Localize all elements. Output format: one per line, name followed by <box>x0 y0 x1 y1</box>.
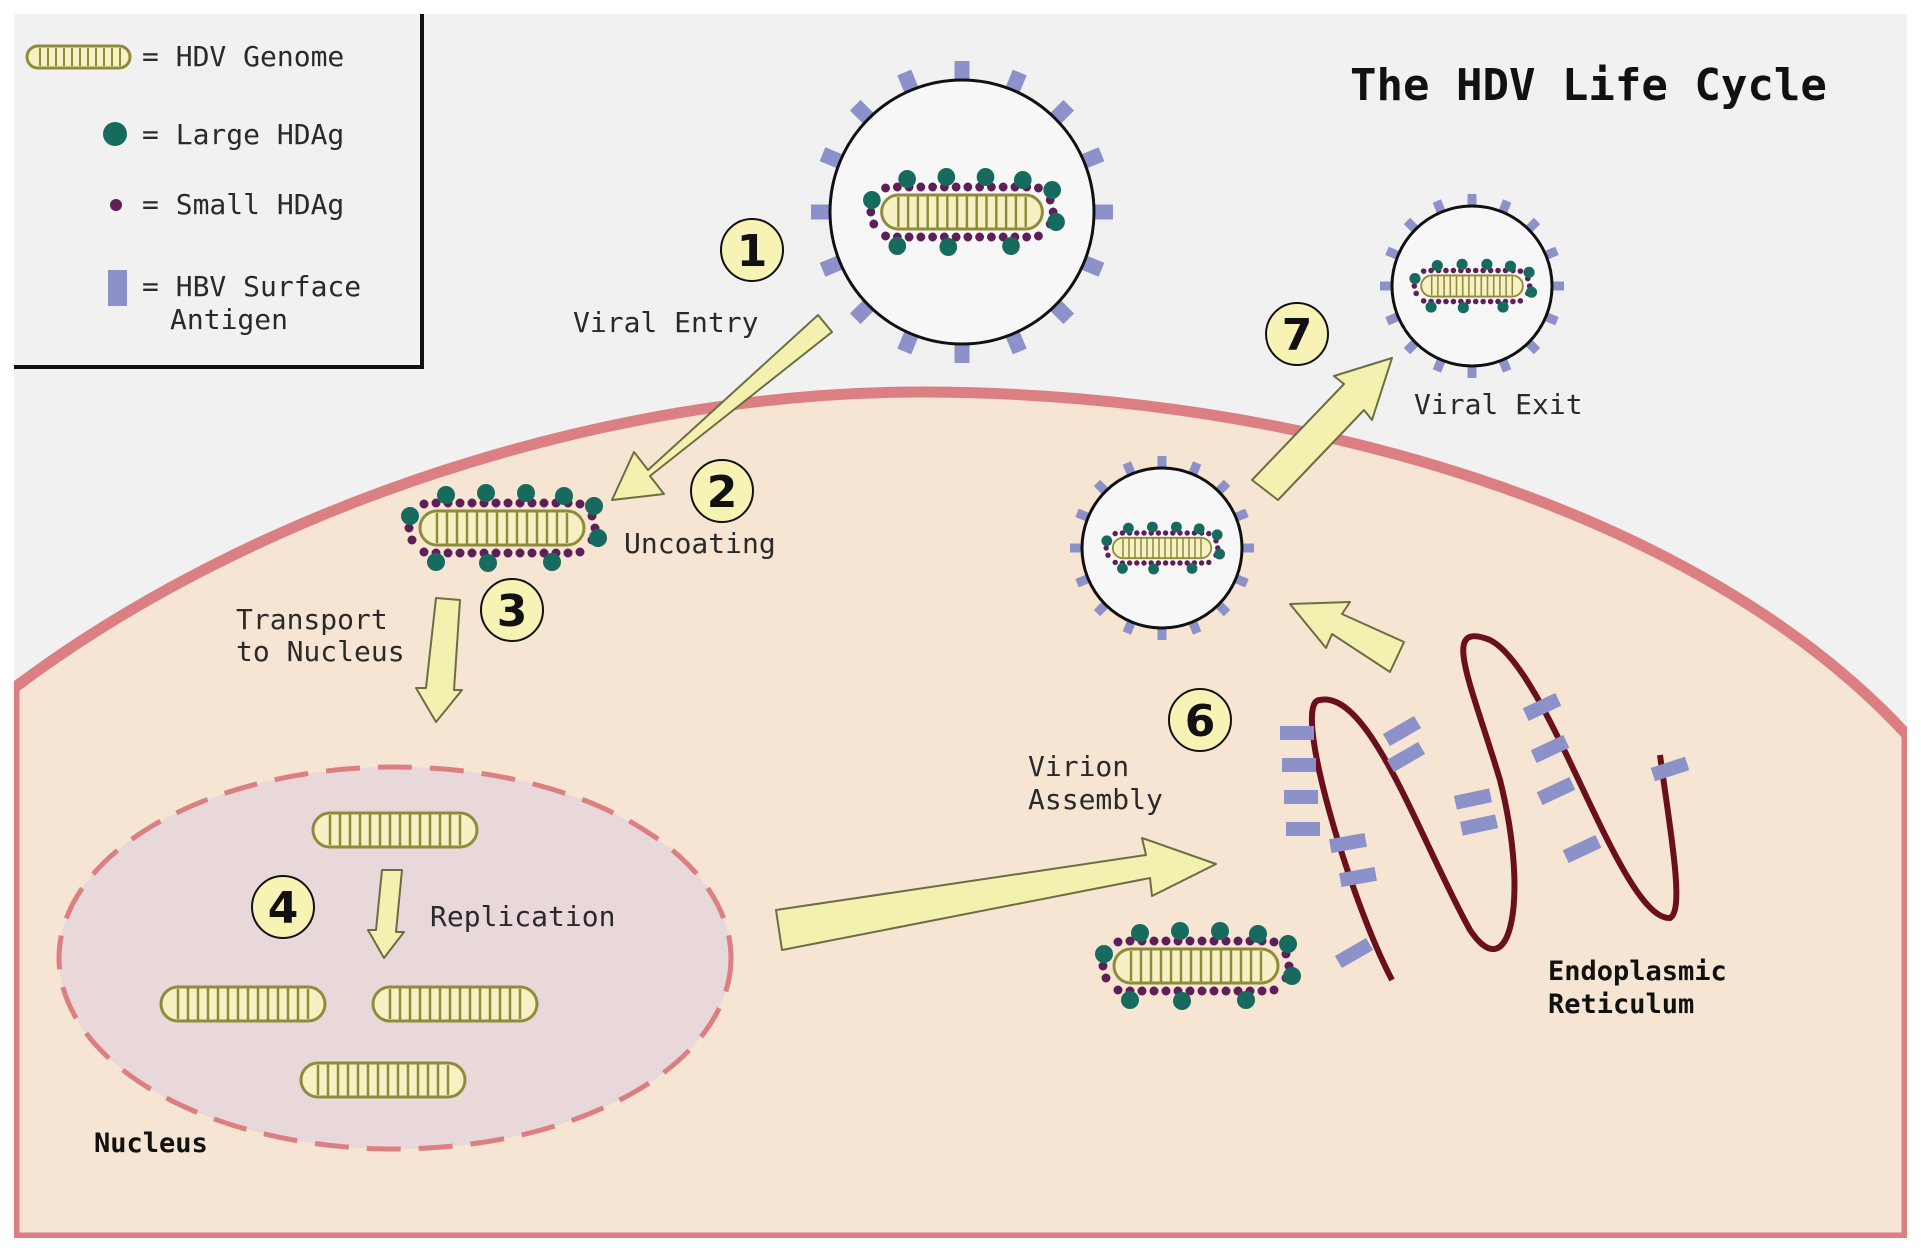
step-1-number: 1 <box>737 226 768 277</box>
nuclear-genome-copy-1 <box>159 985 327 1023</box>
step-3-number: 3 <box>497 586 528 637</box>
step-6: 6 <box>1168 688 1232 752</box>
legend-genome-swatch <box>25 44 132 70</box>
step-3-label: Transport <box>236 603 388 636</box>
legend-label-surface-antigen-line2: Antigen <box>170 303 288 336</box>
surface-antigen-spike <box>1467 194 1477 214</box>
step-1: 1 <box>720 218 784 282</box>
nuclear-genome-template <box>311 811 479 849</box>
step-7-label: Viral Exit <box>1414 388 1583 421</box>
step-1-label: Viral Entry <box>573 306 758 339</box>
arrow-replication <box>367 869 405 959</box>
step-6-label: Virion <box>1028 750 1129 783</box>
legend-label-small-hdag: = Small HDAg <box>142 188 344 221</box>
step-2-label: Uncoating <box>624 527 776 560</box>
step-3-label-line2: to Nucleus <box>236 635 405 668</box>
arrow-to-er <box>775 837 1217 951</box>
arrow-viral-entry <box>611 314 833 501</box>
nucleus <box>56 764 734 1152</box>
legend-large-hdag-swatch <box>103 122 127 146</box>
endoplasmic-reticulum <box>1280 633 1690 982</box>
step-7: 7 <box>1265 302 1329 366</box>
surface-antigen-spike <box>1157 620 1167 640</box>
arrow-virion-assembly <box>1289 601 1405 673</box>
virion-exiting <box>1380 194 1564 378</box>
step-4-number: 4 <box>268 883 299 934</box>
legend-label-surface-antigen: = HBV Surface <box>142 270 361 303</box>
legend: = HDV Genome = Large HDAg = Small HDAg =… <box>14 14 424 369</box>
step-4-label: Replication <box>430 900 615 933</box>
diagram-title: The HDV Life Cycle <box>1350 60 1827 111</box>
virion-assembled <box>1070 456 1254 640</box>
nucleus-label: Nucleus <box>94 1128 208 1159</box>
arrow-viral-exit <box>1251 357 1393 501</box>
virion-entering <box>811 61 1113 363</box>
surface-antigen-spike <box>1467 358 1477 378</box>
step-3: 3 <box>480 578 544 642</box>
arrow-transport-to-nucleus <box>415 597 463 723</box>
er-label-line1: Endoplasmic <box>1548 956 1727 987</box>
step-2: 2 <box>690 459 754 523</box>
legend-small-hdag-swatch <box>110 199 122 211</box>
legend-label-large-hdag: = Large HDAg <box>142 118 344 151</box>
er-label-line2: Reticulum <box>1548 989 1694 1020</box>
legend-label-genome: = HDV Genome <box>142 40 344 73</box>
nuclear-genome-copy-3 <box>299 1061 467 1099</box>
step-6-label-line2: Assembly <box>1028 783 1163 816</box>
step-7-number: 7 <box>1282 310 1313 361</box>
step-2-number: 2 <box>707 467 738 518</box>
nuclear-genome-copy-2 <box>371 985 539 1023</box>
surface-antigen-spike <box>1157 456 1167 476</box>
step-6-number: 6 <box>1185 696 1216 747</box>
step-4: 4 <box>251 875 315 939</box>
legend-surface-antigen-swatch <box>108 270 127 306</box>
